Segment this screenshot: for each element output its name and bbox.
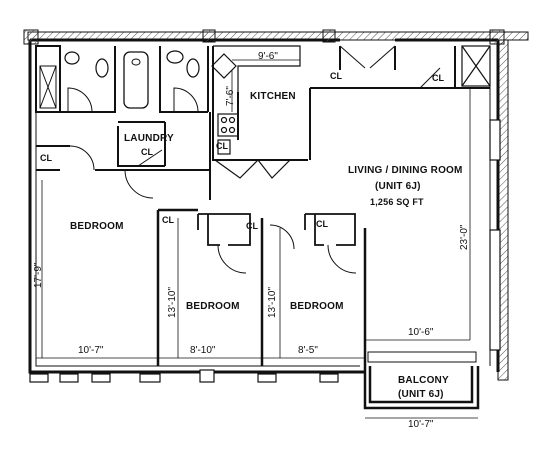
right-windows [489, 119, 501, 351]
bedroom1-depth-dim: 17'-9" [33, 262, 44, 288]
laundry-door [137, 149, 163, 167]
bedroom2-door [217, 244, 247, 274]
closet-label: CL [40, 153, 52, 163]
living-walls [309, 46, 490, 160]
hall-walls [36, 112, 211, 200]
closet-label: CL [330, 71, 342, 81]
bedroom2-closet [197, 213, 251, 246]
closet-label: CL [141, 147, 153, 157]
laundry-label: LAUNDRY [124, 133, 174, 144]
living-dining-label: LIVING / DINING ROOM [348, 165, 463, 176]
bedroom-2-label: BEDROOM [186, 301, 240, 312]
top-wall-columns [23, 29, 505, 45]
bedroom-3-label: BEDROOM [290, 301, 344, 312]
kitchen-label: KITCHEN [250, 91, 296, 102]
balcony [363, 366, 480, 410]
bathtub [123, 51, 149, 109]
bathroom-doors [67, 87, 199, 113]
bedroom3-width-dim: 8'-5" [298, 345, 318, 356]
bathtub-drain [131, 58, 141, 66]
kitchen-depth-dim: 7'-6" [225, 86, 236, 106]
bedroom2-depth-dim: 13'-10" [167, 286, 178, 318]
balcony-unit-label: (UNIT 6J) [398, 389, 444, 400]
living-depth-dim: 23'-0" [459, 224, 470, 250]
closet-label: CL [162, 215, 174, 225]
bath-fixtures [64, 50, 200, 78]
kitchen-bar [214, 159, 308, 179]
bedroom-partitions [156, 208, 367, 366]
bedroom2-entry-arc [269, 224, 295, 250]
entry-doors [339, 45, 441, 89]
bedroom2-width-dim: 8'-10" [190, 345, 216, 356]
living-unit-label: (UNIT 6J) [375, 181, 421, 192]
hall-door-arc [69, 145, 95, 171]
kitchen-width-dim: 9'-6" [258, 51, 278, 62]
closet-label: CL [216, 141, 228, 151]
living-area-label: 1,256 SQ FT [370, 197, 424, 207]
bottom-windows [29, 369, 339, 383]
balcony-label: BALCONY [398, 375, 449, 386]
closet-label: CL [316, 219, 328, 229]
bedroom3-closet [304, 213, 356, 246]
shower [39, 65, 57, 109]
bedroom3-door [327, 244, 357, 274]
closet-label: CL [432, 73, 444, 83]
living-width-dim: 10'-6" [408, 327, 434, 338]
kitchen-counters [211, 45, 301, 155]
bathrooms [35, 45, 209, 113]
closet-label: CL [246, 221, 258, 231]
bedroom1-door-arc [124, 169, 154, 199]
balcony-width-dim: 10'-7" [408, 419, 434, 430]
laundry-room [117, 121, 166, 167]
dimension-lines [36, 59, 478, 419]
entry-closet [461, 45, 491, 87]
exterior-walls [28, 38, 500, 374]
balcony-door [367, 351, 477, 363]
bedroom3-depth-dim: 13'-10" [267, 286, 278, 318]
bedroom1-width-dim: 10'-7" [78, 345, 104, 356]
bedroom-1-label: BEDROOM [70, 221, 124, 232]
